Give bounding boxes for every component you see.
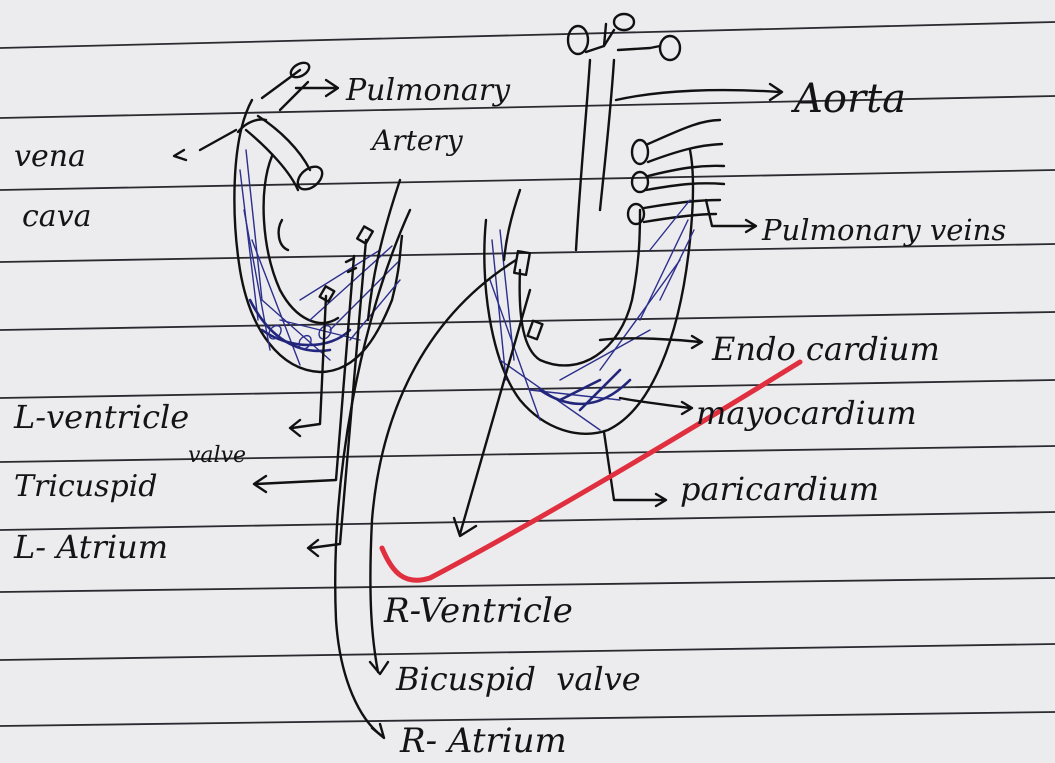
label-myocardium: mayocardium [696,394,917,432]
label-pericardium: paricardium [680,470,879,508]
label-l-ventricle: L-ventricle [13,398,189,436]
label-tricuspid: Tricuspid [14,469,157,504]
label-r-atrium: R- Atrium [399,721,567,761]
right-heart-chamber [484,14,724,434]
label-aorta: Aorta [790,76,906,122]
label-valve: valve [188,443,246,468]
label-l-atrium: L- Atrium [13,528,168,566]
label-pulmonary-artery-2: Artery [369,124,464,157]
label-bicuspid-valve: Bicuspid valve [395,660,641,698]
label-pulmonary-veins: Pulmonary veins [761,213,1006,247]
label-vena-cava-2: cava [22,199,92,234]
label-endocardium: Endo cardium [711,330,940,368]
label-pulmonary-artery-1: Pulmonary [345,73,511,108]
label-r-ventricle: R-Ventricle [383,591,573,631]
label-vena-cava-1: vena [14,139,86,174]
